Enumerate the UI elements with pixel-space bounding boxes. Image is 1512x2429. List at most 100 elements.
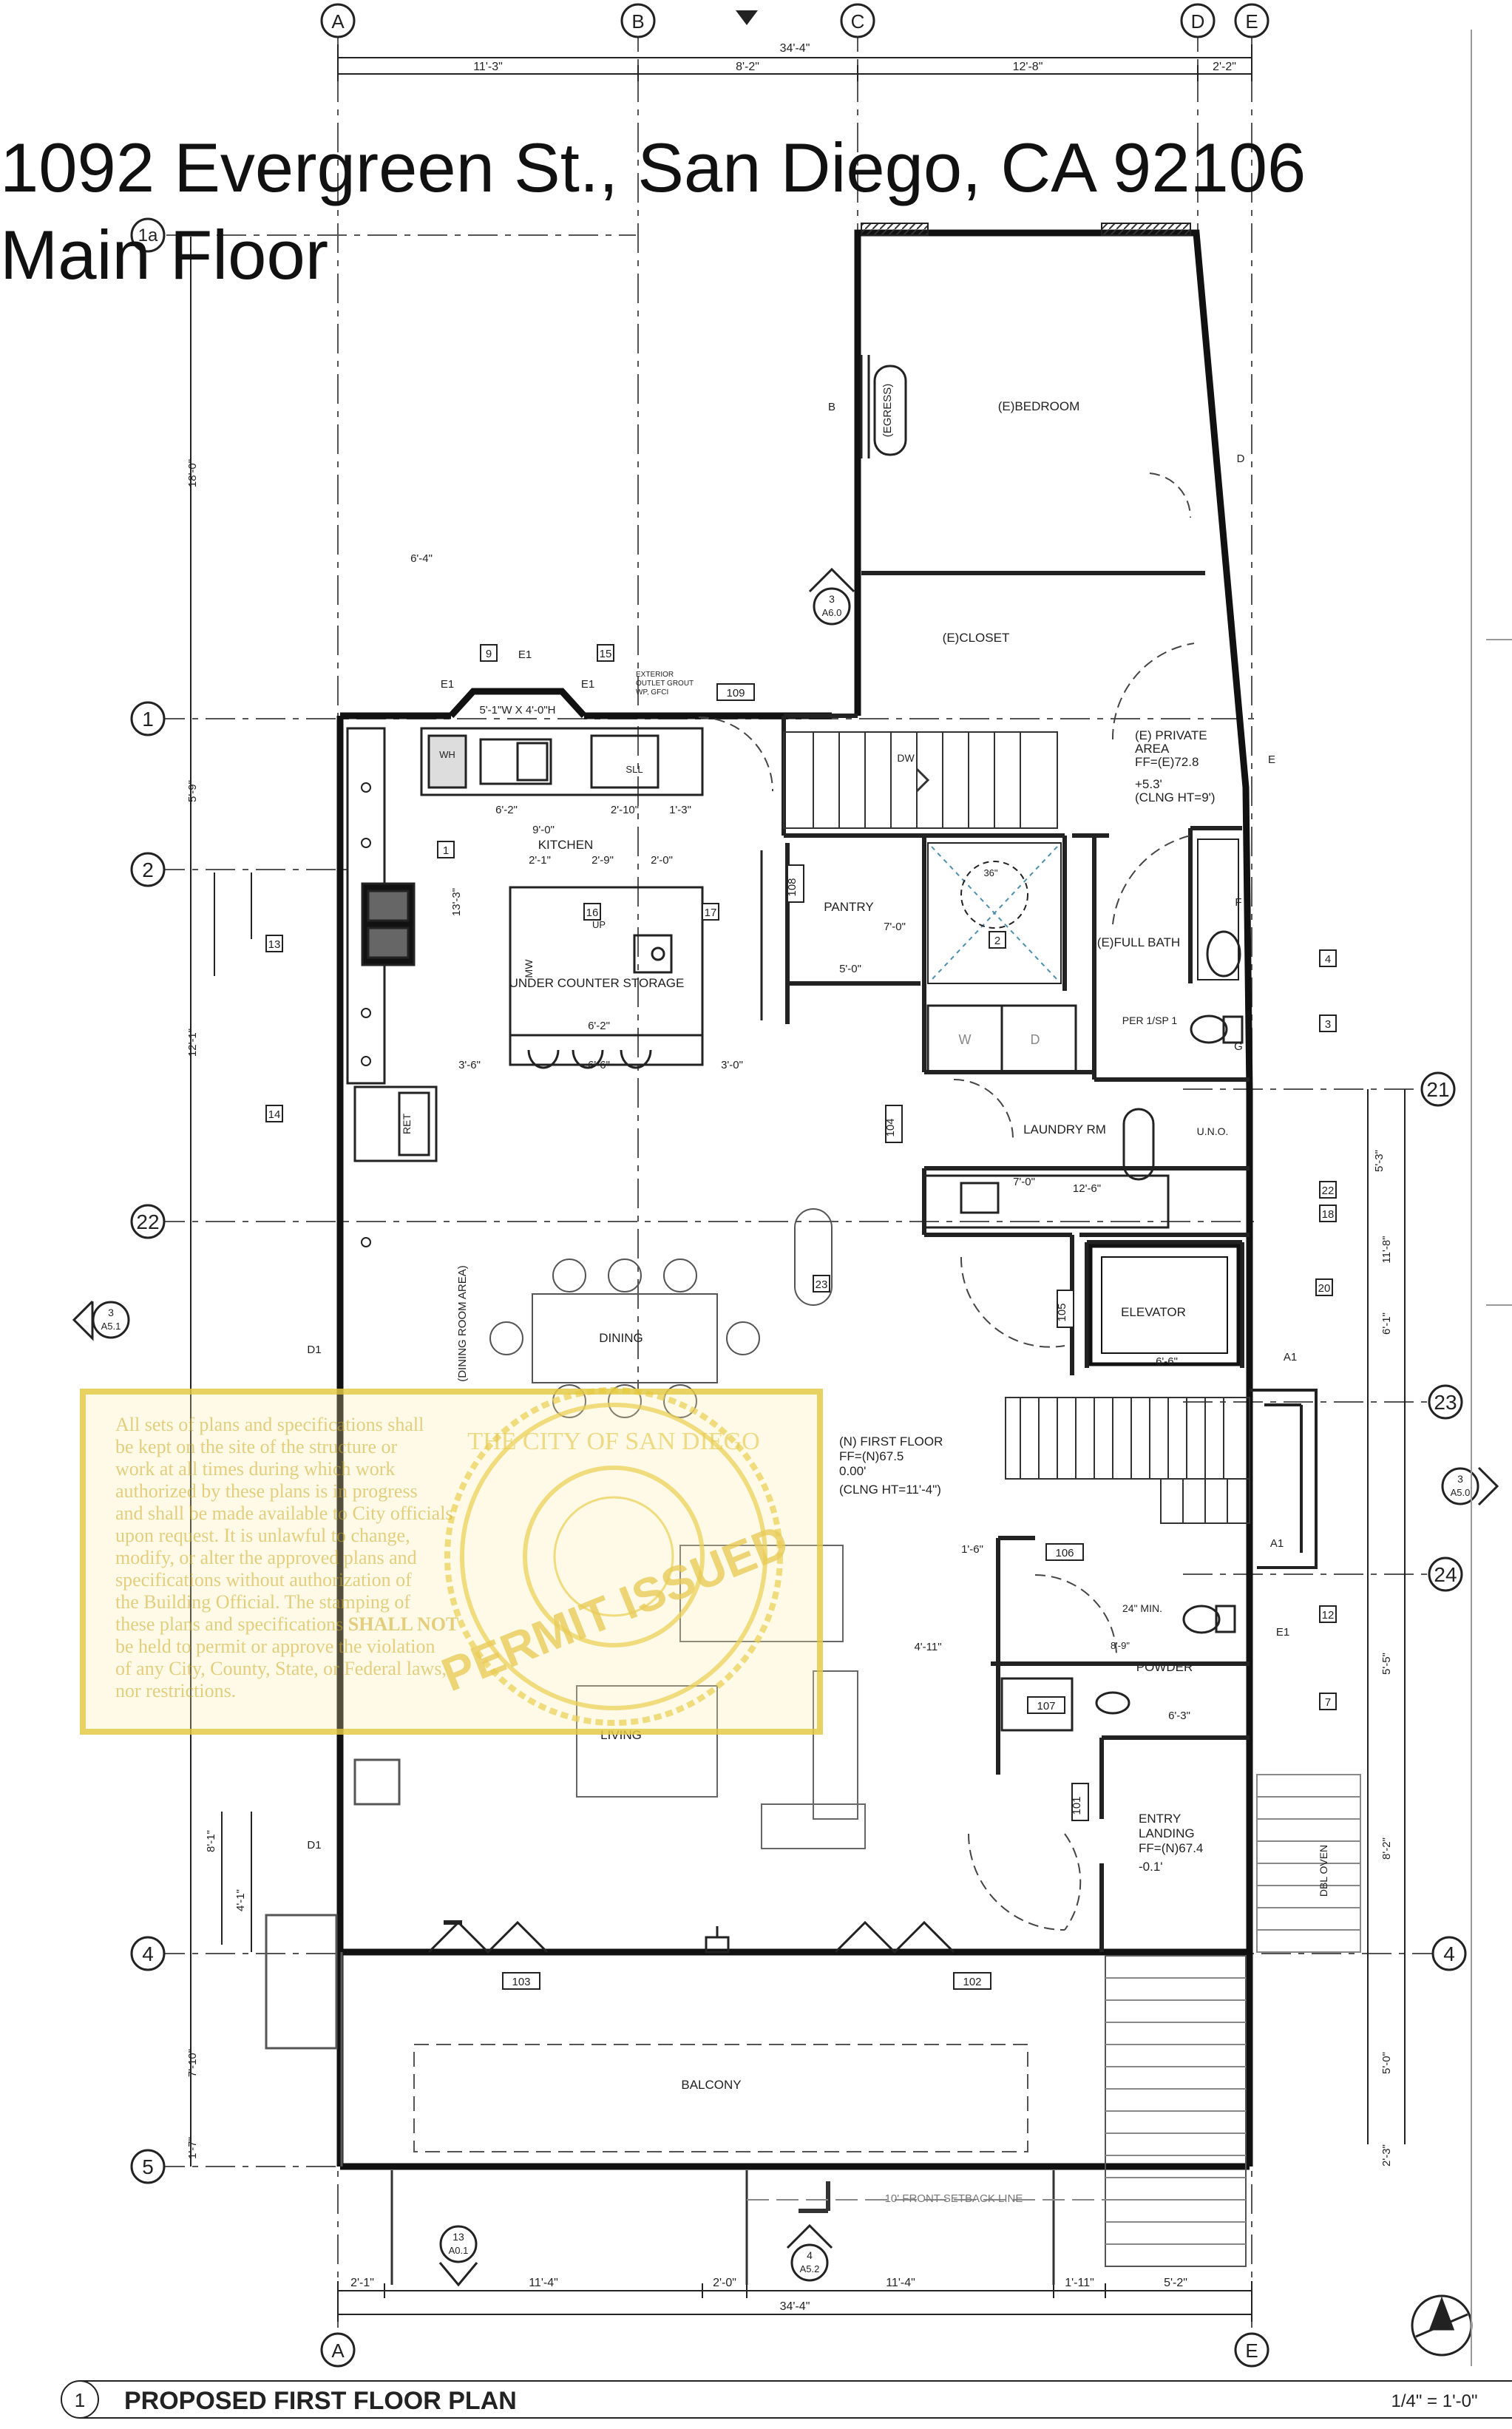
room-label: +5.3' bbox=[1135, 777, 1162, 791]
stairs-main bbox=[1005, 1397, 1250, 1524]
symbol-tag: PER 1/SP 1 bbox=[1122, 1014, 1178, 1026]
dimension-label: 5'-5" bbox=[1380, 1653, 1393, 1675]
symbol-tag: UP bbox=[592, 919, 606, 930]
dimension-label: 34'-4" bbox=[780, 2300, 810, 2313]
window-note: 5'-1"W X 4'-0"H bbox=[479, 704, 555, 716]
dimension-label: 18'-0" bbox=[186, 459, 199, 487]
door-tag: 103 bbox=[512, 1976, 530, 1988]
symbol-tag: DBL OVEN bbox=[1318, 1845, 1329, 1897]
section-callout: A5.1 bbox=[101, 1321, 121, 1332]
room-label: LANDING bbox=[1139, 1826, 1195, 1840]
dimension-label: 4'-1" bbox=[234, 1889, 247, 1911]
outlet-note: WP, GFCI bbox=[636, 688, 668, 697]
section-callout: A0.1 bbox=[449, 2245, 469, 2256]
symbol-tag: A1 bbox=[1284, 1351, 1297, 1363]
dimension-label: 5'-2" bbox=[1164, 2277, 1187, 2289]
door-tag: 104 bbox=[884, 1118, 897, 1136]
room-label: KITCHEN bbox=[538, 838, 594, 852]
grid-label: 21 bbox=[1426, 1078, 1449, 1101]
keynote-tag: 15 bbox=[600, 648, 612, 660]
symbol-tag: 24" MIN. bbox=[1122, 1602, 1162, 1614]
section-callout: 4 bbox=[807, 2249, 813, 2261]
room-label: BALCONY bbox=[681, 2078, 741, 2092]
washer-dryer bbox=[926, 1004, 1077, 1074]
grid-label: 4 bbox=[142, 1942, 154, 1965]
dimension-label: 2'-0" bbox=[713, 2277, 736, 2289]
grid-label: E bbox=[1245, 2340, 1258, 2362]
symbol-tag: B bbox=[828, 401, 835, 413]
stamp-line: and shall be made available to City offi… bbox=[115, 1503, 453, 1524]
dimension-label: 12'-8" bbox=[1013, 61, 1043, 73]
symbol-tag: RET bbox=[401, 1114, 413, 1134]
symbol-tag: E1 bbox=[581, 678, 594, 691]
keynote-tag: 20 bbox=[1318, 1282, 1331, 1295]
dimension-label: 2'-1" bbox=[529, 854, 551, 867]
keynote-tag: 3 bbox=[1325, 1018, 1331, 1031]
title-number: 1 bbox=[75, 2389, 85, 2411]
laundry-counter bbox=[923, 1108, 1170, 1229]
section-callout: 3 bbox=[1457, 1473, 1463, 1485]
room-label: AREA bbox=[1135, 742, 1170, 756]
keynote-tag: 14 bbox=[268, 1108, 281, 1121]
keynote-tag: 1 bbox=[443, 844, 449, 857]
outlet-note: OUTLET GROUT bbox=[636, 680, 694, 688]
grid-label: 23 bbox=[1434, 1391, 1457, 1414]
stamp-line: authorized by these plans is in progress bbox=[115, 1480, 418, 1502]
dimension-label: 2'-10" bbox=[611, 804, 639, 816]
symbol-tag: D1 bbox=[307, 1344, 321, 1356]
exterior-walls bbox=[336, 229, 1253, 2170]
dimension-label: 5'-3" bbox=[1373, 1150, 1386, 1172]
room-label: (E) PRIVATE bbox=[1135, 728, 1207, 742]
grid-label: 22 bbox=[136, 1210, 159, 1233]
door-tag: 105 bbox=[1056, 1303, 1068, 1321]
dimension-label: 2'-3" bbox=[1380, 2144, 1393, 2167]
dimension-label: 7'-10" bbox=[186, 2049, 199, 2077]
wall-hatch bbox=[1101, 223, 1191, 236]
stamp-notice: All sets of plans and specifications sha… bbox=[115, 1414, 529, 1702]
outlet-note: EXTERIOR bbox=[636, 671, 674, 679]
dimension-label: 6'-1" bbox=[1380, 1312, 1393, 1335]
dimension-label: 7'-0" bbox=[1013, 1176, 1035, 1188]
keynote-tag: 13 bbox=[268, 938, 281, 951]
dimension-label: 6'-2" bbox=[588, 1020, 610, 1032]
balcony-outline bbox=[413, 2044, 1028, 2152]
grid-lines bbox=[155, 22, 1434, 2337]
wall-hatch bbox=[861, 223, 929, 236]
stamp-line-part: these plans and specifications bbox=[115, 1613, 344, 1635]
section-markers bbox=[92, 587, 1479, 2282]
dimension-label: 9'-0" bbox=[532, 824, 555, 836]
door-tag: 106 bbox=[1055, 1547, 1074, 1559]
dimension-label: 6'-4" bbox=[410, 552, 433, 565]
dimension-label: 7'-0" bbox=[884, 921, 906, 933]
symbol-tag: DW bbox=[897, 752, 915, 764]
plan-scale: 1/4" = 1'-0" bbox=[1391, 2391, 1477, 2411]
shower bbox=[927, 842, 1062, 984]
plan-title: PROPOSED FIRST FLOOR PLAN bbox=[124, 2387, 517, 2415]
stamp-line: nor restrictions. bbox=[115, 1680, 237, 1701]
dimension-label: 2'-0" bbox=[651, 854, 673, 867]
outlet-markers bbox=[361, 782, 371, 1247]
dimension-label: 2'-1" bbox=[350, 2277, 374, 2289]
room-label: LAUNDRY RM bbox=[1023, 1122, 1106, 1136]
room-label: (CLNG HT=11'-4") bbox=[839, 1483, 941, 1497]
symbol-tag: 8'-9" bbox=[1111, 1640, 1130, 1651]
stairs-upper bbox=[783, 731, 1058, 829]
section-callout: 3 bbox=[108, 1307, 114, 1318]
dimension-label: 11'-4" bbox=[529, 2277, 558, 2289]
stamp-line: of any City, County, State, or Federal l… bbox=[115, 1658, 447, 1679]
north-arrow bbox=[1411, 2294, 1473, 2357]
keynote-tag: 7 bbox=[1325, 1696, 1331, 1709]
left-lower bbox=[265, 1758, 401, 2167]
room-label: (E)FULL BATH bbox=[1097, 935, 1180, 949]
room-label: (DINING ROOM AREA) bbox=[456, 1265, 469, 1382]
dimension-label: 11'-8" bbox=[1380, 1236, 1393, 1263]
dimension-label: 8'-2" bbox=[1380, 1837, 1393, 1860]
symbol-tag: G bbox=[1234, 1040, 1243, 1053]
room-label: 10' FRONT SETBACK LINE bbox=[885, 2192, 1023, 2205]
room-label: FF=(N)67.4 bbox=[1139, 1841, 1203, 1855]
balcony-posts bbox=[390, 2170, 1055, 2285]
room-label: FF=(N)67.5 bbox=[839, 1449, 904, 1463]
tag-boxes bbox=[265, 644, 1337, 1990]
keynote-tag: 12 bbox=[1322, 1609, 1335, 1622]
symbol-tag: F bbox=[1235, 896, 1241, 909]
